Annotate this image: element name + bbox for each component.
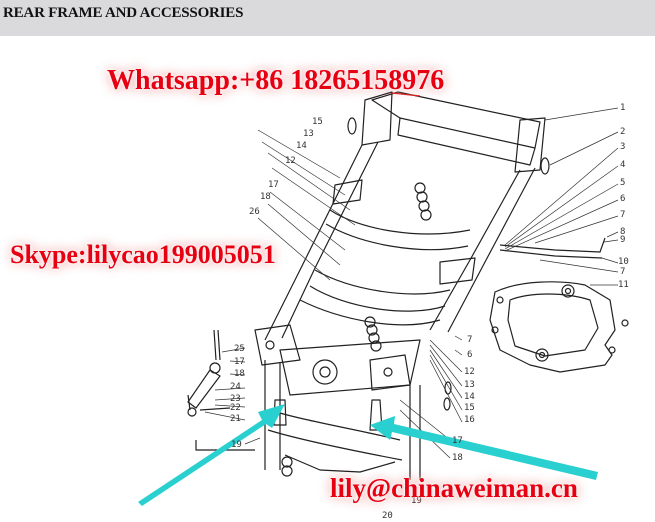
callout-9: 9 (620, 235, 626, 245)
email-watermark: lily@chinaweiman.cn (330, 473, 578, 503)
callout-17b: 17 (452, 436, 463, 446)
callout-13b: 13 (464, 380, 475, 390)
callout-6: 6 (620, 194, 626, 204)
callout-26: 26 (249, 207, 260, 217)
callout-2: 2 (620, 127, 626, 137)
callout-5: 5 (620, 178, 626, 188)
callout-17c: 17 (234, 357, 245, 367)
exploded-parts-diagram: 1 2 3 4 5 6 7 8 9 10 7 11 7 6 12 13 14 1… (0, 36, 655, 522)
callout-20: 20 (382, 511, 393, 521)
callout-13: 13 (303, 129, 314, 139)
callout-14: 14 (296, 141, 307, 151)
callout-18: 18 (260, 192, 271, 202)
skype-watermark: Skype:lilycao199005051 (10, 240, 276, 269)
callout-17: 17 (268, 180, 279, 190)
callout-7c: 7 (467, 335, 473, 345)
callout-7: 7 (620, 210, 626, 220)
arrow-icon (138, 404, 598, 506)
frame-drawing (138, 91, 629, 506)
callout-7b: 7 (620, 267, 626, 277)
page-header: REAR FRAME AND ACCESSORIES (0, 0, 655, 36)
callout-25: 25 (234, 344, 245, 354)
callout-15: 15 (312, 117, 323, 127)
callout-22: 22 (230, 403, 241, 413)
callout-11: 11 (618, 280, 629, 290)
callout-12b: 12 (464, 367, 475, 377)
callout-12: 12 (285, 156, 296, 166)
callout-24: 24 (230, 382, 241, 392)
callout-10: 10 (618, 257, 629, 267)
callout-23: 23 (230, 394, 241, 404)
callout-18b: 18 (452, 453, 463, 463)
callout-8: 8 (620, 227, 626, 237)
callout-14b: 14 (464, 392, 475, 402)
callout-19: 19 (231, 440, 242, 450)
page-title: REAR FRAME AND ACCESSORIES (3, 5, 244, 21)
callout-3: 3 (620, 142, 626, 152)
callout-1: 1 (620, 103, 626, 113)
callout-4: 4 (620, 160, 626, 170)
callout-15b: 15 (464, 403, 475, 413)
whatsapp-watermark: Whatsapp:+86 18265158976 (107, 65, 445, 96)
callout-16b: 16 (464, 415, 475, 425)
callout-19b: 19 (411, 496, 422, 506)
callout-6b: 6 (467, 350, 473, 360)
callout-18c: 18 (234, 369, 245, 379)
callout-21: 21 (230, 414, 241, 424)
